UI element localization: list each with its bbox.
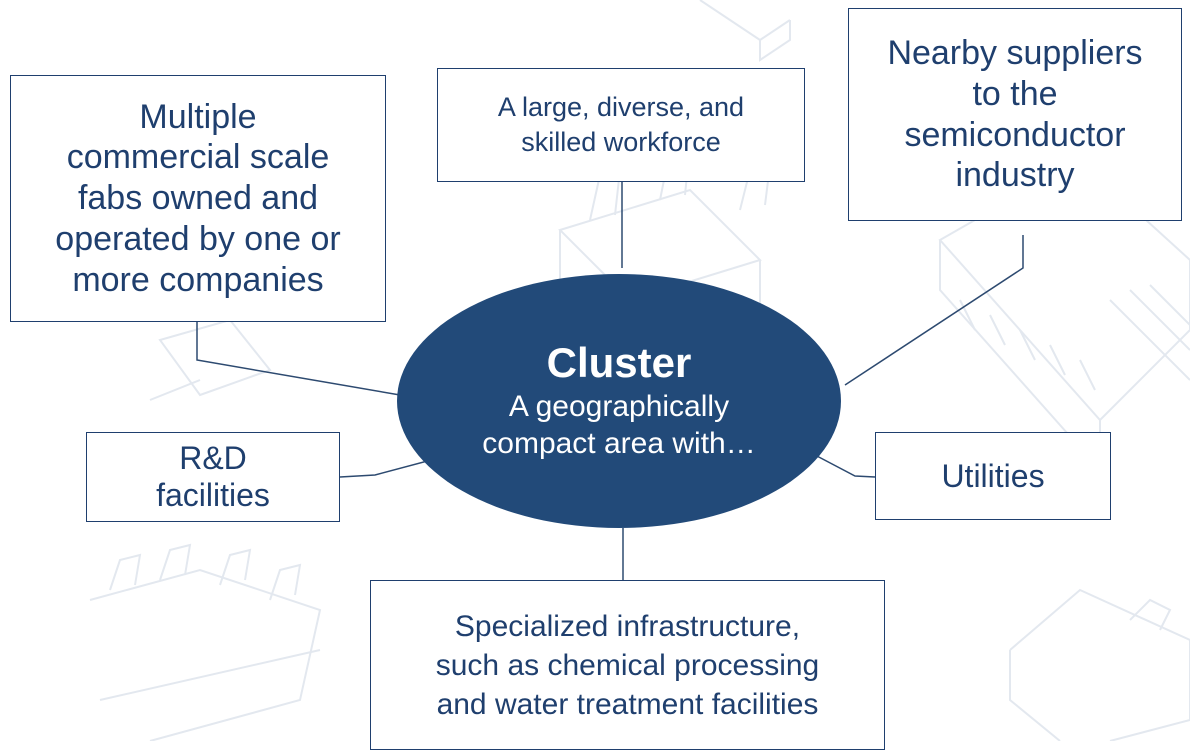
- node-workforce-line: skilled workforce: [521, 127, 721, 157]
- node-fabs-line: operated by one or: [55, 219, 341, 258]
- chip-outline-top-center: [699, 0, 791, 62]
- node-rd-line: R&D: [179, 440, 247, 477]
- node-fabs: Multiple commercial scale fabs owned and…: [10, 75, 386, 322]
- node-infrastructure-line: such as chemical processing: [435, 648, 820, 682]
- node-rd-text: R&D facilities: [156, 440, 270, 514]
- node-fabs-text: Multiple commercial scale fabs owned and…: [55, 97, 340, 301]
- cluster-title: Cluster: [546, 339, 692, 387]
- node-utilities-text: Utilities: [941, 457, 1044, 495]
- chip-outline-bottom-left: [89, 543, 322, 741]
- cluster-subtitle-line: A geographically: [508, 389, 730, 423]
- cluster-subtitle-line: compact area with…: [482, 427, 756, 461]
- node-suppliers-text: Nearby suppliers to the semiconductor in…: [887, 33, 1142, 196]
- node-suppliers: Nearby suppliers to the semiconductor in…: [848, 8, 1182, 221]
- node-suppliers-line: to the: [972, 74, 1058, 113]
- connector-utilities: [814, 454, 876, 478]
- node-fabs-line: more companies: [72, 260, 324, 299]
- node-utilities-line: Utilities: [941, 457, 1045, 494]
- node-suppliers-line: industry: [955, 156, 1075, 195]
- connector-fabs: [196, 322, 401, 396]
- chip-outline-bottom-right: [1009, 588, 1190, 741]
- node-infrastructure-text: Specialized infrastructure, such as chem…: [436, 607, 820, 724]
- node-workforce: A large, diverse, and skilled workforce: [437, 68, 805, 182]
- node-utilities: Utilities: [875, 432, 1111, 520]
- node-infrastructure: Specialized infrastructure, such as chem…: [370, 580, 885, 750]
- cluster-center-node: Cluster A geographically compact area wi…: [397, 274, 841, 528]
- chip-outline-right: [938, 158, 1190, 473]
- node-fabs-line: Multiple: [139, 97, 257, 136]
- node-suppliers-line: Nearby suppliers: [887, 33, 1143, 72]
- node-workforce-text: A large, diverse, and skilled workforce: [498, 90, 744, 160]
- chip-outline-left-middle: [149, 318, 272, 401]
- node-fabs-line: fabs owned and: [77, 179, 319, 218]
- node-infrastructure-line: and water treatment facilities: [436, 687, 819, 721]
- connector-suppliers: [844, 235, 1024, 386]
- node-suppliers-line: semiconductor: [904, 115, 1126, 154]
- node-fabs-line: commercial scale: [66, 138, 330, 177]
- node-infrastructure-line: Specialized infrastructure,: [454, 609, 801, 643]
- node-workforce-line: A large, diverse, and: [497, 91, 745, 122]
- node-rd-line: facilities: [156, 477, 270, 513]
- node-rd: R&D facilities: [86, 432, 340, 522]
